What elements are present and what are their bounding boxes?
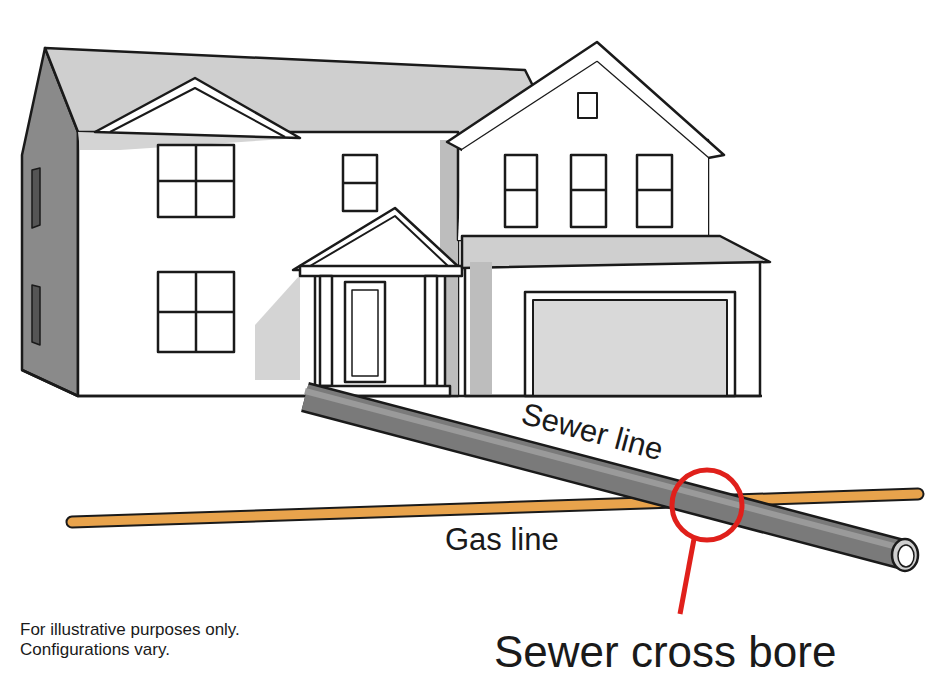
- sewer-pipe: [305, 391, 918, 571]
- leader-line: [680, 539, 694, 614]
- porch: [293, 208, 462, 396]
- callout-label: Sewer cross bore: [494, 627, 836, 678]
- house: [22, 42, 770, 396]
- garage: [465, 262, 760, 396]
- front-gable: [95, 78, 300, 138]
- cross-bore-circle: [672, 470, 742, 540]
- pipe-label: Gas line: [445, 522, 559, 558]
- note: For illustrative purposes only. Configur…: [20, 620, 275, 659]
